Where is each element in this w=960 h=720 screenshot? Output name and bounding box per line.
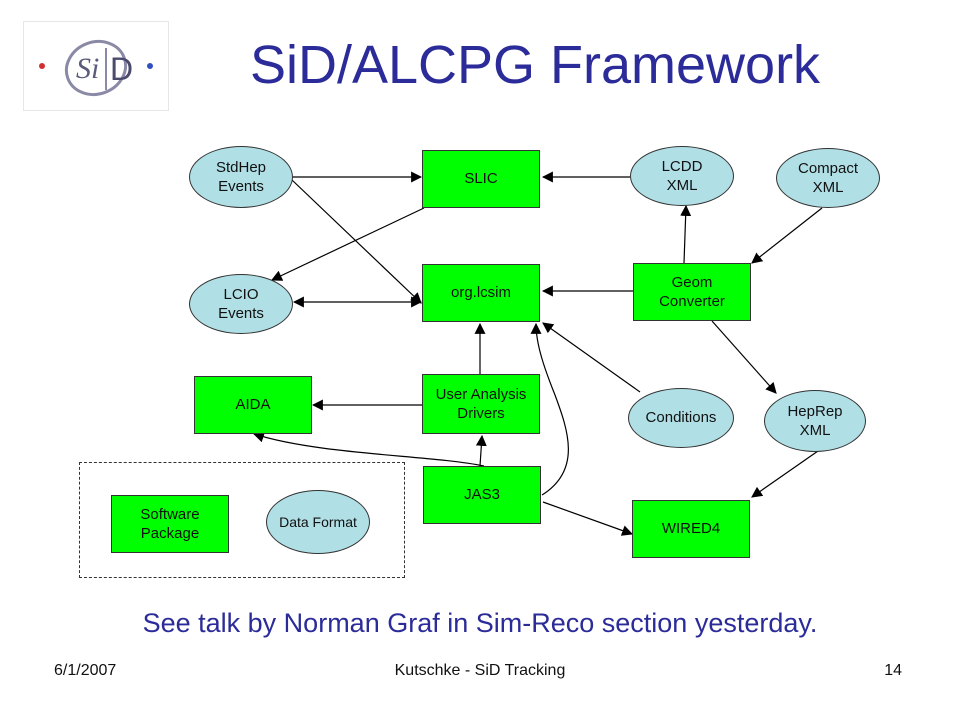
edge-slic-lcio (271, 207, 425, 281)
edge-geom-lcdd (680, 204, 692, 264)
talk-note: See talk by Norman Graf in Sim-Reco sect… (142, 608, 818, 638)
node-heprep-xml: HepRep XML (764, 390, 866, 452)
edge-jas3-aida (252, 431, 485, 467)
edge-stdhep-orglcsim (291, 179, 422, 304)
legend-software-package: Software Package (111, 495, 229, 553)
logo-d: D (110, 51, 133, 87)
footer-page-number: 14 (884, 662, 902, 679)
edge-jas3-orglcsim (530, 322, 569, 496)
edge-geom-heprep (711, 320, 777, 394)
node-user-analysis-drivers: User Analysis Drivers (422, 374, 540, 434)
slide-title: SiD/ALCPG Framework (249, 35, 821, 95)
legend-frame (79, 462, 405, 578)
node-lcdd-xml: LCDD XML (630, 146, 734, 206)
node-jas3: JAS3 (423, 466, 541, 524)
edge-heprep-wired4 (751, 450, 819, 498)
edge-jas3-user (475, 434, 487, 467)
sid-logo-graphic: Si D (39, 40, 153, 96)
logo-si: Si (76, 52, 99, 85)
node-conditions: Conditions (628, 388, 734, 448)
node-slic: SLIC (422, 150, 540, 208)
footer-date: 6/1/2007 (54, 662, 117, 679)
node-aida: AIDA (194, 376, 312, 434)
node-lcio-events: LCIO Events (189, 274, 293, 334)
edge-compact-geom (751, 207, 823, 264)
node-wired4: WIRED4 (632, 500, 750, 558)
footer-author: Kutschke - SiD Tracking (394, 662, 566, 679)
node-org-lcsim: org.lcsim (422, 264, 540, 322)
node-stdhep-events: StdHep Events (189, 146, 293, 208)
node-geom-converter: Geom Converter (633, 263, 751, 321)
node-compact-xml: Compact XML (776, 148, 880, 208)
edge-jas3-wired4 (542, 501, 634, 536)
legend-data-format: Data Format (266, 490, 370, 554)
sid-logo: Si D (24, 22, 168, 110)
edge-conditions-orglcsim (542, 322, 641, 393)
